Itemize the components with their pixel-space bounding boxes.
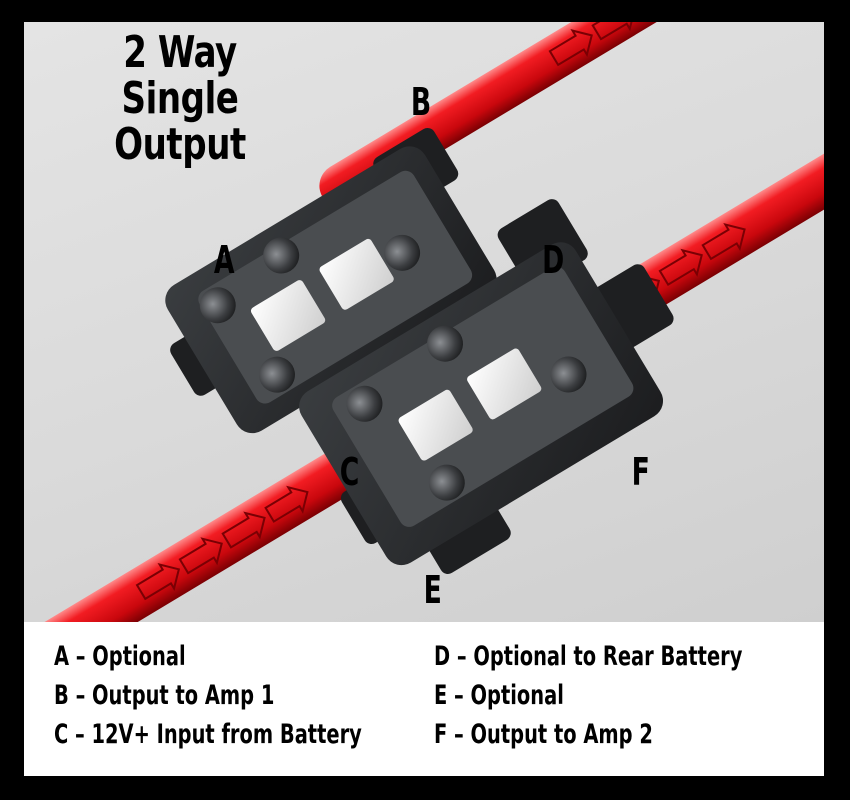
distribution-block-illustration <box>24 22 824 622</box>
terminal-screws <box>199 234 587 501</box>
legend-item-b: B – Output to Amp 1 <box>54 680 275 711</box>
label-e: E <box>423 568 442 612</box>
label-f: F <box>631 450 650 494</box>
label-a: A <box>213 238 235 282</box>
fuse-3 <box>398 389 473 461</box>
legend-item-f: F – Output to Amp 2 <box>434 719 653 750</box>
distribution-block <box>165 128 674 574</box>
legend: A – Optional B – Output to Amp 1 C – 12V… <box>24 622 824 776</box>
title-line-2: Single Output <box>114 73 246 170</box>
fuse-4 <box>467 348 542 420</box>
legend-item-c: C – 12V+ Input from Battery <box>54 719 362 750</box>
diagram-panel: 2 Way Single Output A B C D E F <box>24 22 824 622</box>
legend-item-d: D – Optional to Rear Battery <box>434 641 743 672</box>
diagram-title: 2 Way Single Output <box>51 30 309 168</box>
fuse-1 <box>250 280 326 351</box>
label-c: C <box>339 450 360 494</box>
label-b: B <box>410 80 432 124</box>
legend-item-e: E – Optional <box>434 680 564 711</box>
label-d: D <box>542 238 565 282</box>
fuse-2 <box>319 238 394 310</box>
legend-item-a: A – Optional <box>54 641 186 672</box>
title-line-1: 2 Way <box>123 27 237 78</box>
